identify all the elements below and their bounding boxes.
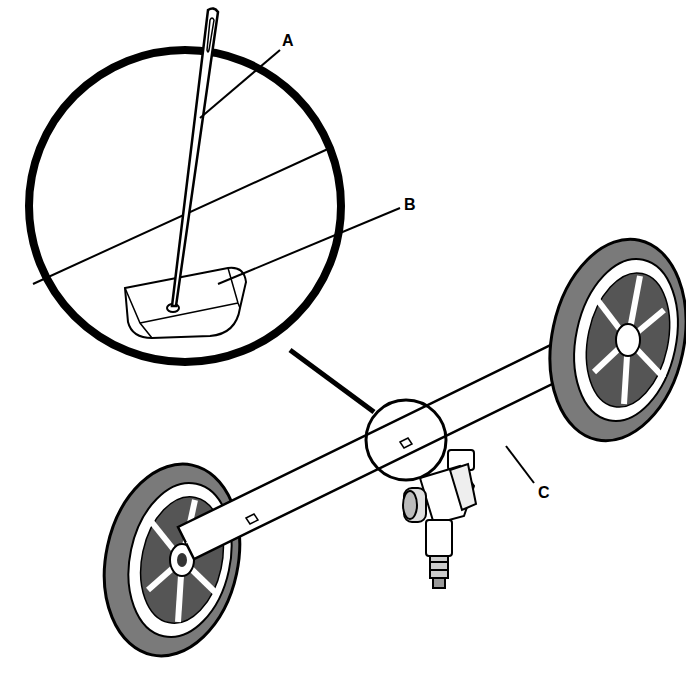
callout-letter: A — [282, 32, 294, 50]
callout-letter: B — [404, 196, 416, 214]
callout-letter: C — [538, 484, 550, 502]
nozzle-assembly — [403, 450, 476, 588]
tube-slot — [246, 362, 566, 524]
leader-line — [200, 50, 534, 483]
right-wheel — [532, 227, 686, 454]
magnified-view — [29, 8, 341, 362]
left-wheel — [87, 451, 256, 668]
detail-marker — [290, 350, 446, 480]
